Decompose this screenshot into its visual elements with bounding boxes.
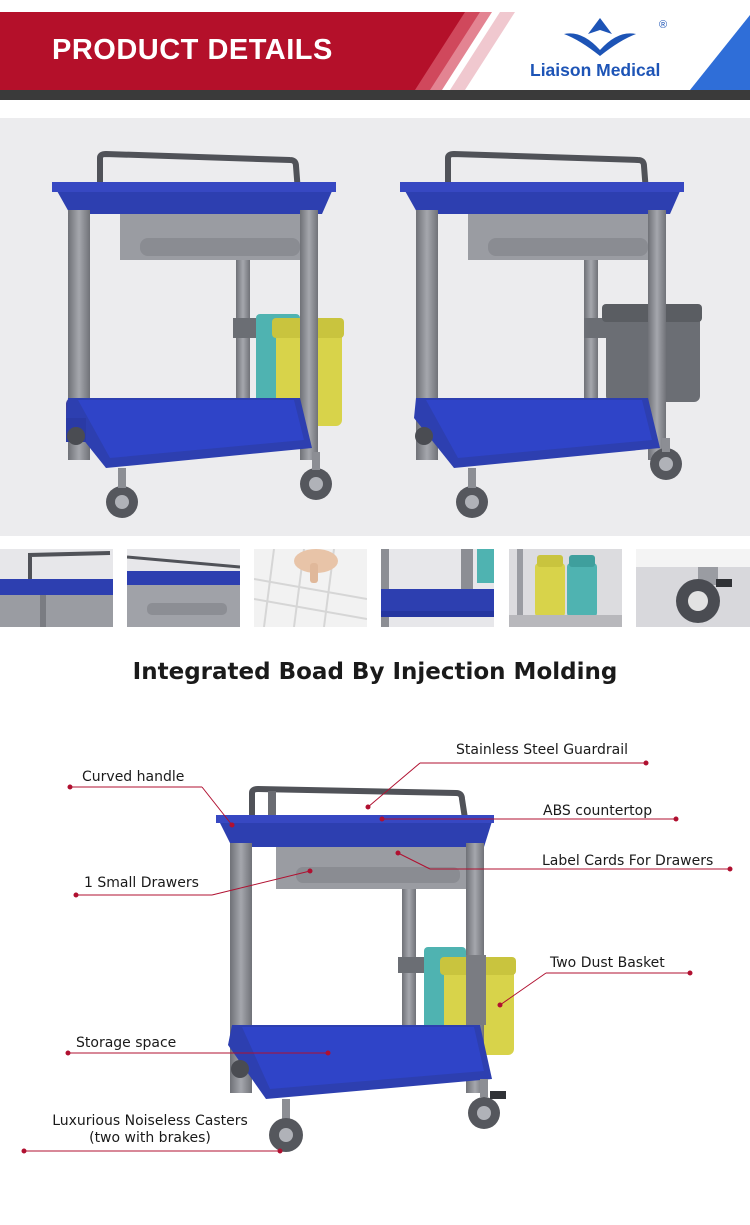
callout-casters: Luxurious Noiseless Casters (two with br… — [40, 1113, 260, 1147]
thumbnail-caster[interactable] — [636, 549, 750, 627]
callout-dust-basket: Two Dust Basket — [550, 955, 665, 971]
annotated-cart-diagram: Stainless Steel Guardrail Curved handle … — [0, 715, 750, 1225]
thumbnail-drawer[interactable] — [127, 549, 240, 627]
callout-storage: Storage space — [76, 1035, 177, 1051]
callout-handle: Curved handle — [82, 769, 185, 785]
thumbnail-drawer-divider[interactable] — [254, 549, 367, 627]
thumbnail-shelf[interactable] — [381, 549, 494, 627]
header-graphic — [0, 12, 750, 100]
cart-pair-illustration — [52, 150, 702, 518]
callout-casters-line2: (two with brakes) — [89, 1130, 211, 1146]
header-banner: PRODUCT DETAILS ® Liaison Medical — [0, 0, 750, 100]
brand-name: Liaison Medical — [530, 60, 661, 80]
callout-label-cards: Label Cards For Drawers — [542, 853, 714, 869]
callout-casters-line1: Luxurious Noiseless Casters — [52, 1113, 248, 1129]
callout-drawers: 1 Small Drawers — [84, 875, 199, 891]
cart-with-gray-basket — [400, 150, 702, 518]
page-title: PRODUCT DETAILS — [52, 34, 333, 66]
callout-guardrail: Stainless Steel Guardrail — [456, 742, 629, 758]
registered-mark: ® — [659, 19, 668, 31]
product-photo — [0, 118, 750, 536]
liaison-logo-icon — [564, 18, 636, 56]
thumbnail-strip — [0, 549, 750, 627]
cart-with-color-baskets — [52, 150, 344, 518]
thumbnail-handle[interactable] — [0, 549, 113, 627]
section-title: Integrated Boad By Injection Molding — [132, 659, 618, 685]
callout-countertop: ABS countertop — [543, 803, 653, 819]
thumbnail-dust-basket[interactable] — [509, 549, 622, 627]
cart-diagram-illustration — [21, 760, 733, 1154]
